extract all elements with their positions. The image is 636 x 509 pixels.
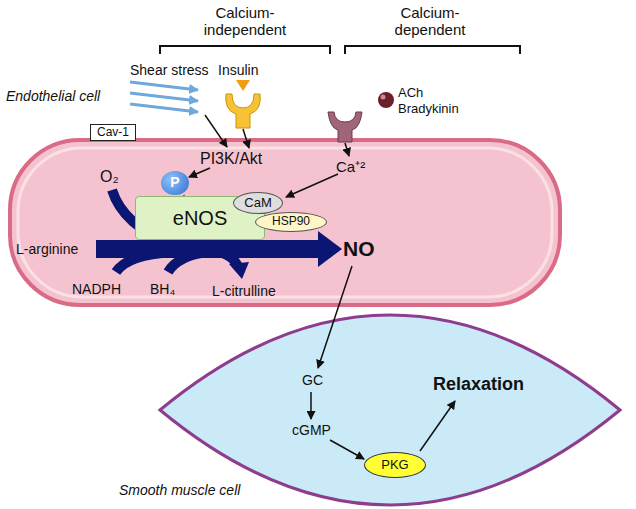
shear-arrow xyxy=(130,104,198,112)
node-label: PKG xyxy=(381,458,408,472)
text-label: Ca⁺² xyxy=(336,158,365,175)
smooth-muscle-cell-body xyxy=(160,315,620,505)
text-label: NO xyxy=(343,237,375,261)
arrow xyxy=(243,129,249,148)
arrow xyxy=(310,392,312,419)
node-label: P xyxy=(170,175,179,190)
bh4-input xyxy=(168,252,206,272)
arrow xyxy=(205,115,227,147)
node-label: Smooth muscle cell xyxy=(118,482,241,498)
node-label: eNOS xyxy=(173,207,227,229)
text-label: ACh xyxy=(398,86,423,101)
text-label: Calcium- independent xyxy=(195,4,295,39)
citrulline-head xyxy=(229,262,249,279)
ligand-highlight xyxy=(381,95,386,100)
gpcr-receptor xyxy=(328,112,362,142)
node-label: CaM xyxy=(244,196,271,210)
caveolin-box: Cav-1 xyxy=(90,124,136,141)
arrow xyxy=(345,143,349,156)
phosphate-circle: P xyxy=(161,171,188,195)
text-label: Bradykinin xyxy=(398,102,459,117)
arrow xyxy=(420,401,455,451)
text-label: PI3K/Akt xyxy=(200,150,262,168)
arrow xyxy=(189,168,210,177)
endothelial-cell-body xyxy=(10,140,560,305)
agonist-ligand xyxy=(378,92,394,108)
shear-arrow xyxy=(130,93,198,101)
text-label: L-arginine xyxy=(16,241,78,257)
cell-membrane-inner xyxy=(18,148,552,297)
calmodulin-ellipse: CaM xyxy=(233,192,283,214)
bracket xyxy=(160,46,330,54)
text-label: Calcium- dependent xyxy=(380,4,480,39)
endothelial-cell: Endothelial cellPCaMeNOSHSP90 xyxy=(10,140,560,305)
text-label: O₂ xyxy=(100,168,119,186)
text-label: L-citrulline xyxy=(212,283,276,299)
arrow xyxy=(330,440,364,459)
pkg-ellipse: PKG xyxy=(364,452,426,478)
text-label: cGMP xyxy=(292,422,331,438)
arrow xyxy=(318,266,352,368)
text-label: Relaxation xyxy=(433,374,524,395)
bracket xyxy=(345,46,520,54)
text-label: GC xyxy=(302,372,323,388)
text-label: NADPH xyxy=(72,281,121,297)
node-label: Endothelial cell xyxy=(5,88,101,104)
text-label: Insulin xyxy=(218,62,258,78)
arrow xyxy=(286,174,338,197)
shear-arrow xyxy=(130,82,198,90)
hsp90-ellipse: HSP90 xyxy=(255,212,327,232)
insulin-receptor xyxy=(226,94,261,128)
node-label: HSP90 xyxy=(272,215,310,228)
nadph-input xyxy=(116,252,172,272)
node-label: Cav-1 xyxy=(97,126,129,139)
smooth-muscle-cell: Smooth muscle cellPKG xyxy=(160,315,620,505)
text-label: Shear stress xyxy=(130,62,209,78)
insulin-ligand xyxy=(236,80,250,91)
text-label: BH₄ xyxy=(150,281,175,297)
